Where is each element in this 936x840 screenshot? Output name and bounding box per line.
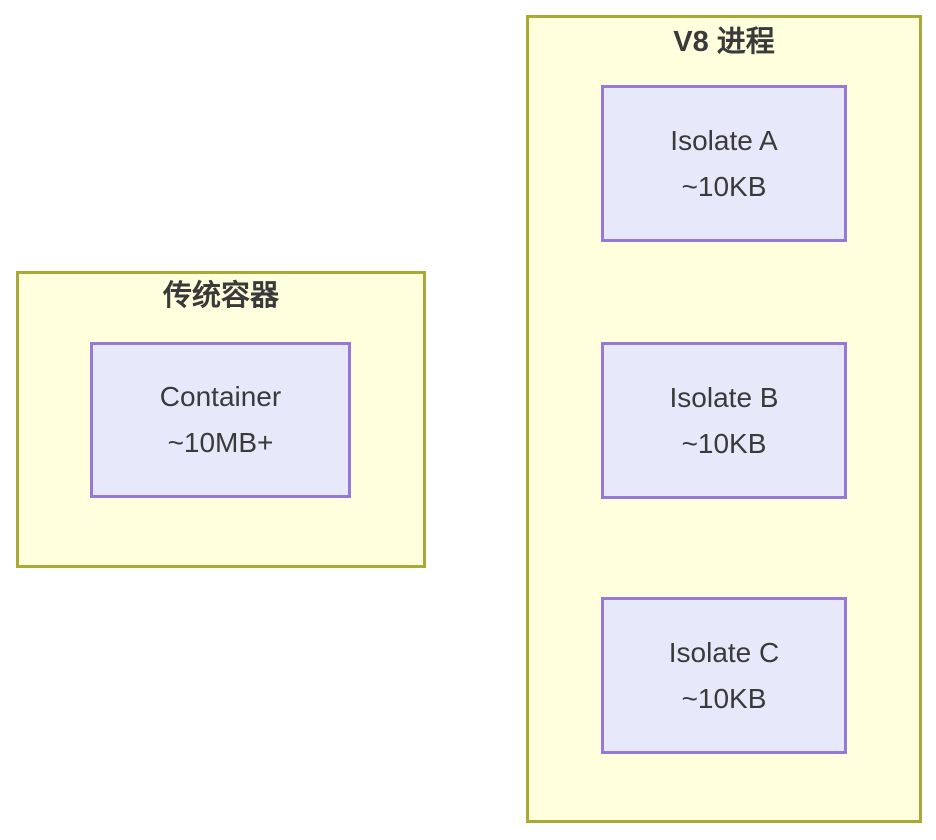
- node-isolate-b: Isolate B ~10KB: [601, 342, 847, 499]
- group-title-v8: V8 进程: [673, 26, 775, 58]
- group-title-traditional: 传统容器: [162, 280, 279, 312]
- node-memory: ~10KB: [681, 170, 767, 202]
- node-memory: ~10MB+: [167, 427, 274, 458]
- node-label: Isolate C: [668, 636, 780, 668]
- node-label: Container: [159, 381, 282, 412]
- node-label: Isolate A: [670, 124, 778, 156]
- node-isolate-a: Isolate A ~10KB: [601, 85, 847, 242]
- node-memory: ~10KB: [681, 427, 767, 459]
- node-memory: ~10KB: [681, 682, 767, 714]
- group-traditional-container: 传统容器 Container ~10MB+: [16, 271, 426, 568]
- node-isolate-c: Isolate C ~10KB: [601, 597, 847, 754]
- node-container: Container ~10MB+: [90, 342, 351, 498]
- node-label: Isolate B: [669, 381, 779, 413]
- group-v8-process: V8 进程 Isolate A ~10KB Isolate B ~10KB Is…: [526, 15, 922, 823]
